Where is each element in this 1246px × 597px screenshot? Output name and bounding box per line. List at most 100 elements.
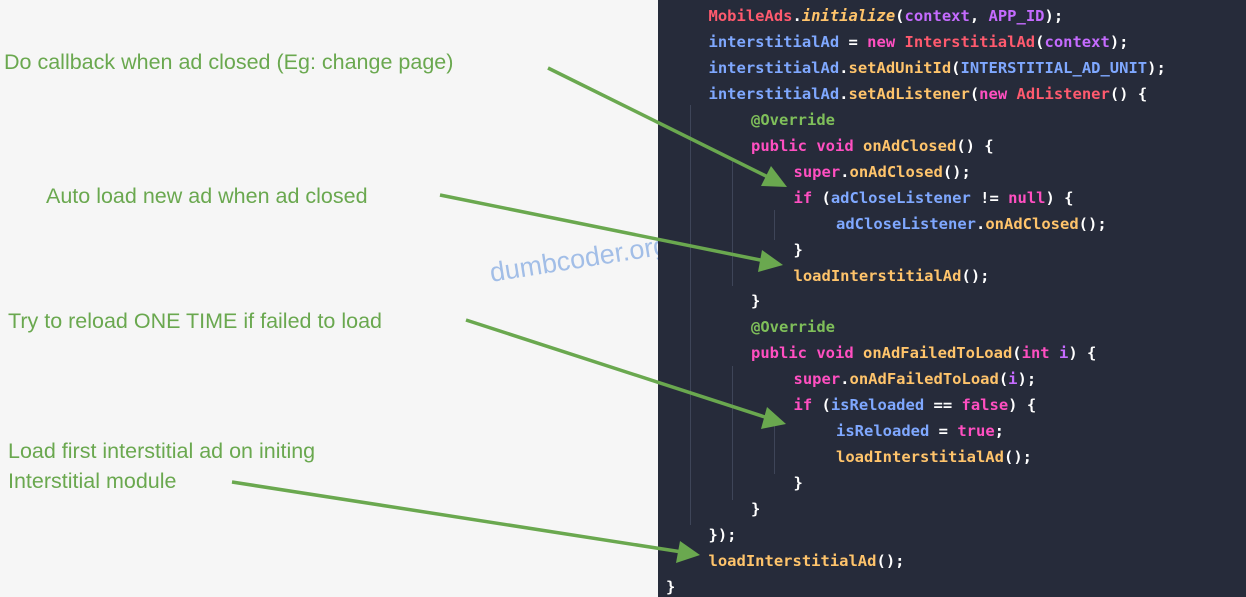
code-token-plain: () { bbox=[956, 136, 994, 155]
code-token-method: onAdClosed bbox=[985, 214, 1079, 233]
code-token-field: interstitialAd bbox=[708, 84, 840, 103]
code-panel: MobileAds.initialize(context, APP_ID);in… bbox=[658, 0, 1246, 597]
annotation-reload: Try to reload ONE TIME if failed to load bbox=[8, 306, 382, 336]
code-token-class: InterstitialAd bbox=[904, 32, 1036, 51]
code-line: } bbox=[658, 574, 1246, 597]
code-token-method: onAdFailedToLoad bbox=[862, 344, 1013, 363]
code-token-plain: = bbox=[929, 422, 958, 441]
code-line: interstitialAd = new InterstitialAd(cont… bbox=[658, 29, 1246, 55]
code-token-field: isReloaded bbox=[836, 422, 930, 441]
code-token-method: setAdUnitId bbox=[848, 58, 952, 77]
code-token-plain: } bbox=[751, 500, 761, 519]
code-token-plain: . bbox=[840, 162, 850, 181]
code-token-plain: . bbox=[840, 370, 850, 389]
code-token-plain: } bbox=[751, 292, 761, 311]
code-token-class: AdListener bbox=[1016, 84, 1110, 103]
code-token-keyword: if bbox=[793, 188, 822, 207]
code-token-field: interstitialAd bbox=[708, 58, 840, 77]
code-token-method: initialize bbox=[801, 7, 896, 25]
annotation-callback: Do callback when ad closed (Eg: change p… bbox=[4, 47, 453, 77]
code-token-field: INTERSTITIAL_AD_UNIT bbox=[960, 58, 1148, 77]
code-token-plain: ); bbox=[1017, 370, 1037, 389]
code-token-plain: ) { bbox=[1045, 188, 1074, 207]
code-token-plain: ( bbox=[1012, 344, 1022, 363]
code-token-method: onAdClosed bbox=[849, 162, 943, 181]
code-line: } bbox=[658, 288, 1246, 314]
code-token-plain: (); bbox=[1078, 214, 1107, 233]
code-token-plain: } bbox=[793, 240, 803, 259]
code-token-plain: ) { bbox=[1068, 344, 1097, 363]
code-token-keyword: new bbox=[867, 32, 905, 51]
code-token-plain: ); bbox=[1147, 58, 1166, 77]
code-line: loadInterstitialAd(); bbox=[658, 444, 1246, 470]
annotation-line: Load first interstitial ad on initing bbox=[8, 439, 316, 463]
code-token-param: i bbox=[1008, 370, 1018, 389]
code-line: MobileAds.initialize(context, APP_ID); bbox=[658, 3, 1246, 29]
code-token-class: MobileAds bbox=[708, 7, 793, 25]
code-token-plain: ( bbox=[1035, 32, 1045, 51]
code-token-method: loadInterstitialAd bbox=[836, 448, 1004, 467]
annotation-line: Interstitial module bbox=[8, 469, 177, 493]
code-token-param: context bbox=[1044, 32, 1110, 51]
code-token-keyword: true bbox=[957, 422, 995, 441]
code-token-plain: (); bbox=[942, 162, 971, 181]
code-token-plain: . bbox=[839, 58, 849, 77]
code-token-method: loadInterstitialAd bbox=[793, 266, 962, 285]
code-token-keyword: super bbox=[793, 370, 841, 389]
code-line: interstitialAd.setAdUnitId(INTERSTITIAL_… bbox=[658, 55, 1246, 81]
code-token-param: context bbox=[904, 7, 970, 25]
code-token-plain: . bbox=[839, 84, 849, 103]
code-token-keyword: new bbox=[979, 84, 1017, 103]
code-line: super.onAdFailedToLoad(i); bbox=[658, 366, 1246, 392]
code-token-plain: != bbox=[970, 188, 1009, 207]
code-token-param: APP_ID bbox=[988, 7, 1045, 25]
code-token-field: isReloaded bbox=[830, 396, 925, 415]
code-line: loadInterstitialAd(); bbox=[658, 263, 1246, 289]
code-token-method: loadInterstitialAd bbox=[708, 551, 877, 570]
code-token-method: setAdListener bbox=[848, 84, 970, 103]
code-line: } bbox=[658, 237, 1246, 263]
code-token-plain: = bbox=[839, 32, 868, 51]
code-line: @Override bbox=[658, 314, 1246, 340]
code-token-plain: ( bbox=[821, 396, 831, 415]
code-line: super.onAdClosed(); bbox=[658, 159, 1246, 185]
code-line: } bbox=[658, 470, 1246, 496]
code-line: interstitialAd.setAdListener(new AdListe… bbox=[658, 81, 1246, 107]
code-token-plain: ); bbox=[1044, 7, 1064, 25]
code-token-keyword: false bbox=[961, 396, 1009, 415]
code-token-plain: ; bbox=[994, 422, 1004, 441]
code-token-field: adCloseListener bbox=[836, 214, 976, 233]
code-token-plain: () { bbox=[1109, 84, 1148, 103]
code-token-plain: (); bbox=[1003, 448, 1032, 467]
code-token-plain: ( bbox=[969, 84, 980, 103]
code-token-plain: } bbox=[666, 577, 676, 596]
code-token-plain: } bbox=[793, 474, 803, 493]
indent-guide bbox=[774, 210, 775, 240]
code-token-plain: . bbox=[792, 7, 802, 25]
indent-guide bbox=[774, 418, 775, 474]
code-line: public void onAdFailedToLoad(int i) { bbox=[658, 340, 1246, 366]
code-line: adCloseListener.onAdClosed(); bbox=[658, 211, 1246, 237]
code-token-keyword: int bbox=[1021, 344, 1059, 363]
code-token-field: adCloseListener bbox=[830, 188, 971, 207]
code-token-plain: == bbox=[924, 396, 962, 415]
code-line: }); bbox=[658, 522, 1246, 548]
code-token-plain: . bbox=[975, 214, 986, 233]
annotation-autoload: Auto load new ad when ad closed bbox=[46, 181, 368, 211]
code-line: public void onAdClosed() { bbox=[658, 133, 1246, 159]
code-token-keyword: if bbox=[793, 396, 822, 415]
code-token-plain: (); bbox=[961, 266, 990, 285]
code-token-annotation: @Override bbox=[751, 110, 835, 129]
code-token-annotation: @Override bbox=[751, 318, 835, 337]
annotation-first-load: Load first interstitial ad on initing In… bbox=[8, 436, 315, 496]
annotation-line: Try to reload ONE TIME if failed to load bbox=[8, 309, 383, 333]
code-line: @Override bbox=[658, 107, 1246, 133]
code-token-field: interstitialAd bbox=[708, 32, 840, 51]
code-token-plain: ( bbox=[895, 7, 905, 25]
code-line: } bbox=[658, 496, 1246, 522]
annotation-line: Do callback when ad closed (Eg: change p… bbox=[4, 50, 454, 74]
code-token-param: i bbox=[1058, 344, 1069, 363]
code-token-plain: ( bbox=[821, 188, 831, 207]
watermark: dumbcoder.org bbox=[487, 230, 671, 288]
code-line: if (isReloaded == false) { bbox=[658, 392, 1246, 418]
